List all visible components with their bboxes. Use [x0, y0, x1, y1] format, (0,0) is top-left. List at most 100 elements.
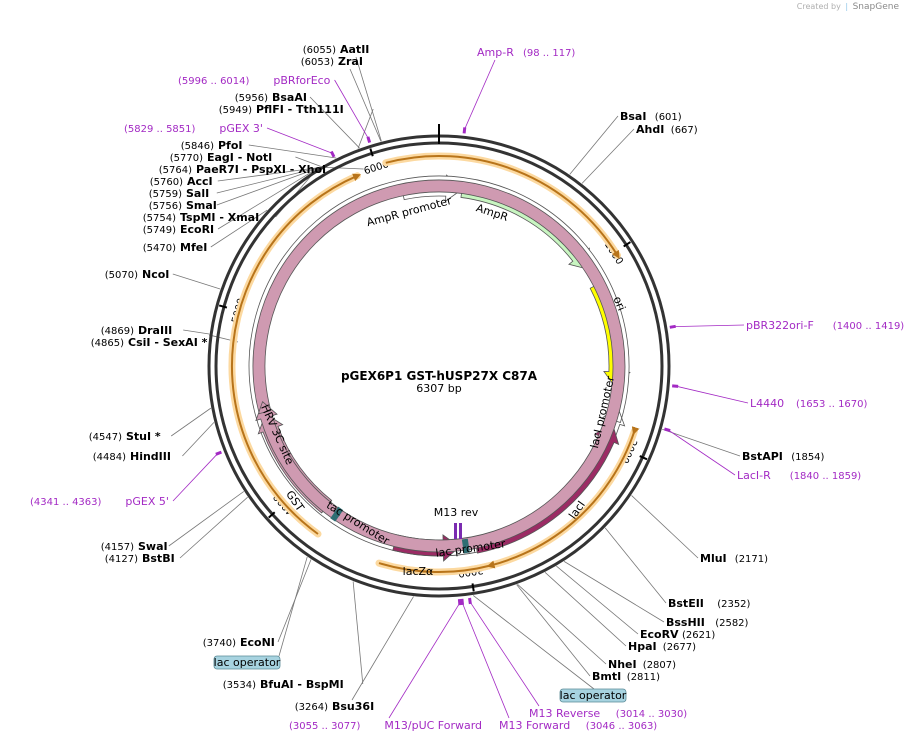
enzyme-name: BsaAI	[272, 91, 307, 104]
enzyme-position: (5764)	[159, 165, 192, 176]
feature-label: M13 rev	[434, 506, 479, 519]
primer-site[interactable]: (5829 .. 5851)pGEX 3'	[124, 122, 263, 135]
enzyme-site[interactable]: NheI(2807)	[608, 658, 676, 671]
watermark-created-by: Created by	[796, 2, 841, 11]
primer-site-m13-forward	[460, 598, 465, 605]
enzyme-site[interactable]: (4157)SwaI	[101, 540, 168, 553]
enzyme-site[interactable]: (5949)PflFI - Tth111I	[219, 103, 344, 116]
enzyme-leader-line	[170, 407, 212, 437]
primer-site[interactable]: (4341 .. 4363)pGEX 5'	[30, 495, 169, 508]
primer-site[interactable]: LacI-R(1840 .. 1859)	[737, 469, 861, 482]
primer-site[interactable]: M13 Forward(3046 .. 3063)	[499, 719, 657, 732]
enzyme-site[interactable]: (3740)EcoNI	[203, 636, 275, 649]
primer-site[interactable]: pBR322ori-F(1400 .. 1419)	[746, 319, 904, 332]
enzyme-site[interactable]: (4127)BstBI	[105, 552, 175, 565]
snapgene-logo-icon: ❘	[843, 2, 851, 11]
primer-site[interactable]: Amp-R(98 .. 117)	[477, 46, 575, 59]
primer-name: M13 Reverse	[529, 707, 600, 720]
enzyme-name: DraIII	[138, 324, 172, 337]
enzyme-position: (667)	[671, 125, 698, 136]
primer-leader-line	[172, 453, 218, 502]
primer-site-l4440	[672, 384, 679, 388]
plasmid-backbone	[207, 124, 671, 598]
feature-label: lacZα	[403, 565, 434, 578]
enzyme-site[interactable]: (3534)BfuAI - BspMI	[223, 678, 344, 691]
tick-mark	[218, 304, 228, 309]
enzyme-position: (601)	[655, 112, 682, 123]
enzyme-site[interactable]: (4547)StuI *	[89, 430, 161, 443]
enzyme-name: SwaI	[138, 540, 168, 553]
orf-arc-laci	[470, 426, 640, 571]
primer-leader-line	[266, 127, 333, 154]
enzyme-site[interactable]: HpaI(2677)	[628, 640, 696, 653]
enzyme-name: ZraI	[338, 55, 363, 68]
primer-position: (1400 .. 1419)	[833, 321, 905, 332]
enzyme-position: (2677)	[663, 642, 696, 653]
enzyme-leader-line	[351, 596, 414, 701]
enzyme-site[interactable]: BssHII(2582)	[666, 616, 749, 629]
enzyme-site[interactable]: (5470)MfeI	[143, 241, 208, 254]
primer-position: (1653 .. 1670)	[796, 399, 868, 410]
enzyme-site[interactable]: (5956)BsaAI	[235, 91, 307, 104]
primer-name: L4440	[750, 397, 784, 410]
enzyme-position: (2621)	[682, 630, 715, 641]
enzyme-site[interactable]: (4484)HindIII	[93, 450, 171, 463]
primer-site-pgex-3	[329, 150, 336, 158]
enzyme-position: (6053)	[301, 57, 334, 68]
enzyme-site[interactable]: (5756)SmaI	[149, 199, 217, 212]
enzyme-name: EcoRV	[640, 628, 679, 641]
enzyme-leader-line	[352, 581, 364, 685]
enzyme-leader-line	[183, 329, 210, 335]
enzyme-position: (5756)	[149, 201, 182, 212]
enzyme-position: (5070)	[105, 270, 138, 281]
enzyme-position: (6055)	[303, 45, 336, 56]
enzyme-leader-line	[581, 128, 635, 184]
enzyme-leader-line	[217, 167, 319, 182]
primer-site-laci-r	[663, 427, 671, 432]
enzyme-leader-line	[172, 273, 221, 290]
enzyme-name: BsaI	[620, 110, 646, 123]
primer-name: pGEX 3'	[219, 122, 263, 135]
enzyme-site[interactable]: (5770)EagI - NotI	[170, 151, 273, 164]
lac-operator-badge[interactable]: lac operator	[559, 688, 627, 703]
enzyme-site[interactable]: BstEII(2352)	[668, 597, 751, 610]
enzyme-site[interactable]: (5749)EcoRI	[143, 223, 214, 236]
primer-position: (1840 .. 1859)	[790, 471, 862, 482]
primer-position: (3046 .. 3063)	[586, 721, 658, 732]
enzyme-leader-line	[248, 144, 337, 159]
enzyme-site[interactable]: (4865)CsiI - SexAI *	[91, 336, 208, 349]
enzyme-site[interactable]: BstAPI(1854)	[742, 450, 825, 463]
enzyme-site[interactable]: (3264)Bsu36I	[295, 700, 374, 713]
enzyme-site[interactable]: (5754)TspMI - XmaI	[143, 211, 259, 224]
enzyme-site[interactable]: (5070)NcoI	[105, 268, 170, 281]
primer-site[interactable]: M13 Reverse (3014 .. 3030)	[529, 707, 687, 720]
enzyme-site[interactable]: (6053) ZraI	[301, 55, 363, 68]
enzyme-site[interactable]: (5760)AccI	[150, 175, 213, 188]
enzyme-name: MluI	[700, 552, 727, 565]
enzyme-site[interactable]: BsaI (601)	[620, 110, 682, 123]
primer-position: (3014 .. 3030)	[616, 709, 688, 720]
enzyme-site[interactable]: (5764)PaeR7I - PspXI - XhoI	[159, 163, 326, 176]
watermark-brand: SnapGene	[852, 2, 899, 12]
enzyme-site[interactable]: (5759)SalI	[149, 187, 209, 200]
m13-rev-mark	[459, 523, 462, 539]
enzyme-site[interactable]: BmtI(2811)	[592, 670, 660, 683]
enzyme-site[interactable]: (5846)PfoI	[181, 139, 243, 152]
enzyme-name: PflFI - Tth111I	[256, 103, 344, 116]
enzyme-name: EagI - NotI	[207, 151, 272, 164]
primer-position: (5996 .. 6014)	[178, 76, 250, 87]
lac-operator-badge[interactable]: lac operator	[213, 655, 281, 670]
label-layer: (6055)AatII(6053) ZraI (5956)BsaAI(5949)Pf…	[30, 43, 904, 732]
enzyme-site[interactable]: AhdI(667)	[636, 123, 698, 136]
enzyme-site[interactable]: MluI(2171)	[700, 552, 768, 565]
enzyme-site[interactable]: (4869)DraIII	[101, 324, 173, 337]
enzyme-name: EcoNI	[240, 636, 275, 649]
enzyme-name: HindIII	[130, 450, 171, 463]
primer-site[interactable]: (3055 .. 3077)M13/pUC Forward	[289, 719, 482, 732]
enzyme-site[interactable]: EcoRV(2621)	[640, 628, 715, 641]
enzyme-site[interactable]: (6055)AatII	[303, 43, 370, 56]
primer-site[interactable]: (5996 .. 6014)pBRforEco	[178, 74, 331, 87]
plasmid-name: pGEX6P1 GST-hUSP27X C87A	[341, 369, 538, 383]
primer-site[interactable]: L4440 (1653 .. 1670)	[750, 397, 868, 410]
enzyme-name: SalI	[186, 187, 209, 200]
